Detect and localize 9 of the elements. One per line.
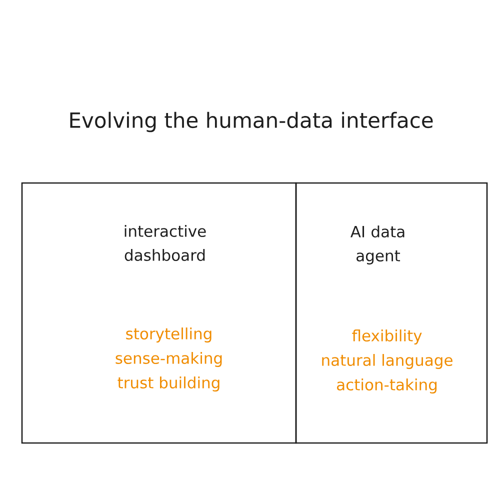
panel-heading: AI data agent <box>350 226 404 264</box>
title: Evolving the human-data interface <box>70 112 433 132</box>
list-item: storytelling <box>126 328 212 342</box>
list-item: sense-making <box>116 352 222 367</box>
list-item: trust building <box>118 376 220 392</box>
list-item: flexibility <box>352 330 422 344</box>
panel-heading: interactive dashboard <box>124 225 206 261</box>
list-item: natural language <box>322 354 452 369</box>
list-item: action-taking <box>337 378 437 394</box>
